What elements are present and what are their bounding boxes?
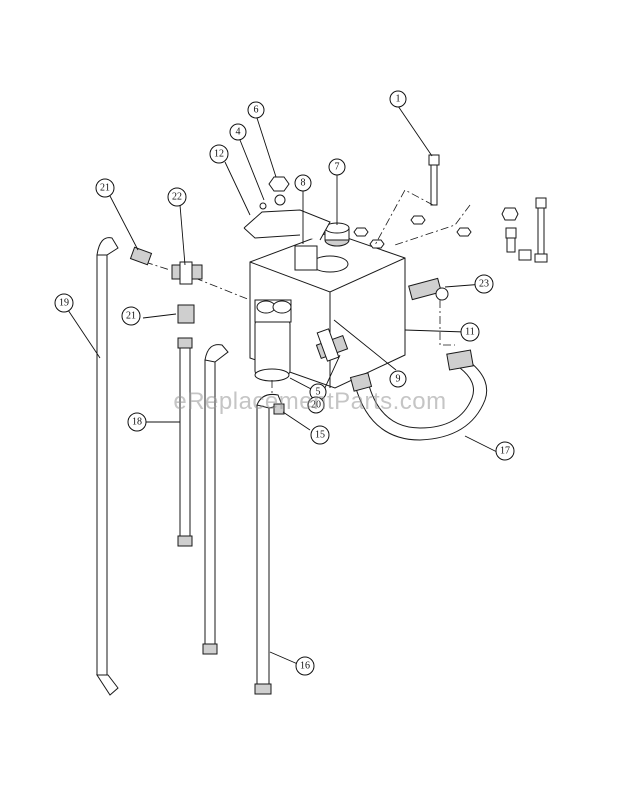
callout-label: 12 — [214, 149, 224, 160]
callout-12: 12 — [209, 144, 229, 164]
callout-21-lower: 21 — [121, 306, 141, 326]
callout-label: 5 — [316, 387, 321, 398]
callout-18: 18 — [127, 412, 147, 432]
elbow-fitting — [315, 328, 349, 362]
callout-1: 1 — [389, 90, 407, 108]
callout-9: 9 — [389, 370, 407, 388]
callout-23: 23 — [474, 274, 494, 294]
callout-label: 8 — [301, 178, 306, 189]
corrugated-hose-17 — [349, 349, 488, 441]
callout-6: 6 — [247, 101, 265, 119]
callout-label: 17 — [500, 446, 510, 457]
callout-label: 7 — [335, 162, 340, 173]
centerlines — [144, 189, 471, 398]
hose-middle — [202, 344, 229, 655]
callout-4: 4 — [229, 123, 247, 141]
callout-label: 1 — [396, 94, 401, 105]
callout-label: 23 — [479, 279, 489, 290]
callout-label: 22 — [172, 192, 182, 203]
callout-11: 11 — [460, 322, 480, 342]
callout-label: 15 — [315, 430, 325, 441]
callout-16: 16 — [295, 656, 315, 676]
callout-label: 20 — [311, 400, 321, 411]
callout-label: 6 — [254, 105, 259, 116]
hose-16 — [254, 394, 283, 695]
callout-22: 22 — [167, 187, 187, 207]
bolt-1 — [428, 154, 440, 206]
hardware-set — [353, 197, 548, 263]
callout-label: 4 — [236, 127, 241, 138]
fitting-22 — [171, 261, 203, 285]
callout-19: 19 — [54, 293, 74, 313]
leader-lines — [67, 105, 498, 666]
callout-label: 9 — [396, 374, 401, 385]
tee-fitting-23 — [408, 277, 449, 301]
callout-label: 11 — [465, 327, 475, 338]
callout-15: 15 — [310, 425, 330, 445]
fitting-15 — [273, 403, 285, 415]
hex-nut — [268, 176, 290, 192]
fitting-21-lower — [177, 304, 195, 324]
hose-19 — [96, 237, 119, 696]
fitting-21-upper — [129, 246, 153, 266]
callout-21-upper: 21 — [95, 178, 115, 198]
oil-filter — [254, 299, 292, 382]
callout-label: 21 — [100, 183, 110, 194]
callout-7: 7 — [328, 158, 346, 176]
callout-20: 20 — [307, 396, 325, 414]
callout-17: 17 — [495, 441, 515, 461]
hose-18 — [177, 337, 193, 547]
callout-label: 16 — [300, 661, 310, 672]
callout-label: 18 — [132, 417, 142, 428]
callout-label: 19 — [59, 298, 69, 309]
callout-label: 21 — [126, 311, 136, 322]
callout-8: 8 — [294, 174, 312, 192]
mounting-bracket — [243, 194, 331, 241]
